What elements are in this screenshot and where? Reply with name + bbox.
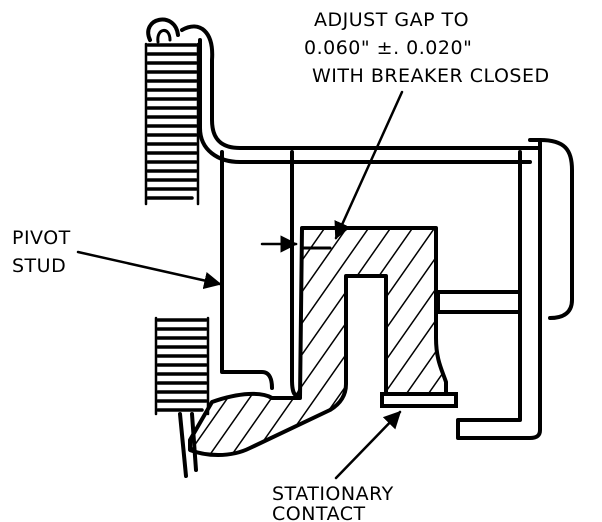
pivot-stud-leader <box>76 250 222 290</box>
adjust-gap-label-line2: 0.060" ±. 0.020" <box>304 37 472 59</box>
spring-hook-arm <box>180 24 542 150</box>
pivot-stud <box>220 150 304 397</box>
stationary-contact-label-line2: CONTACT <box>272 503 366 522</box>
stationary-contact-block <box>188 226 448 457</box>
stationary-contact-plate <box>380 392 458 408</box>
right-bracket <box>436 138 574 440</box>
pivot-stud-label-line2: STUD <box>12 255 66 277</box>
lower-spring <box>154 316 210 478</box>
upper-spring <box>144 17 200 206</box>
adjust-gap-leader <box>334 90 404 240</box>
adjust-gap-label-line3: WITH BREAKER CLOSED <box>312 65 550 87</box>
pivot-stud-label-line1: PIVOT <box>12 227 71 249</box>
adjust-gap-label-line1: ADJUST GAP TO <box>314 9 469 31</box>
stationary-contact-leader <box>334 410 402 480</box>
stationary-contact-label-line1: STATIONARY <box>272 483 394 505</box>
